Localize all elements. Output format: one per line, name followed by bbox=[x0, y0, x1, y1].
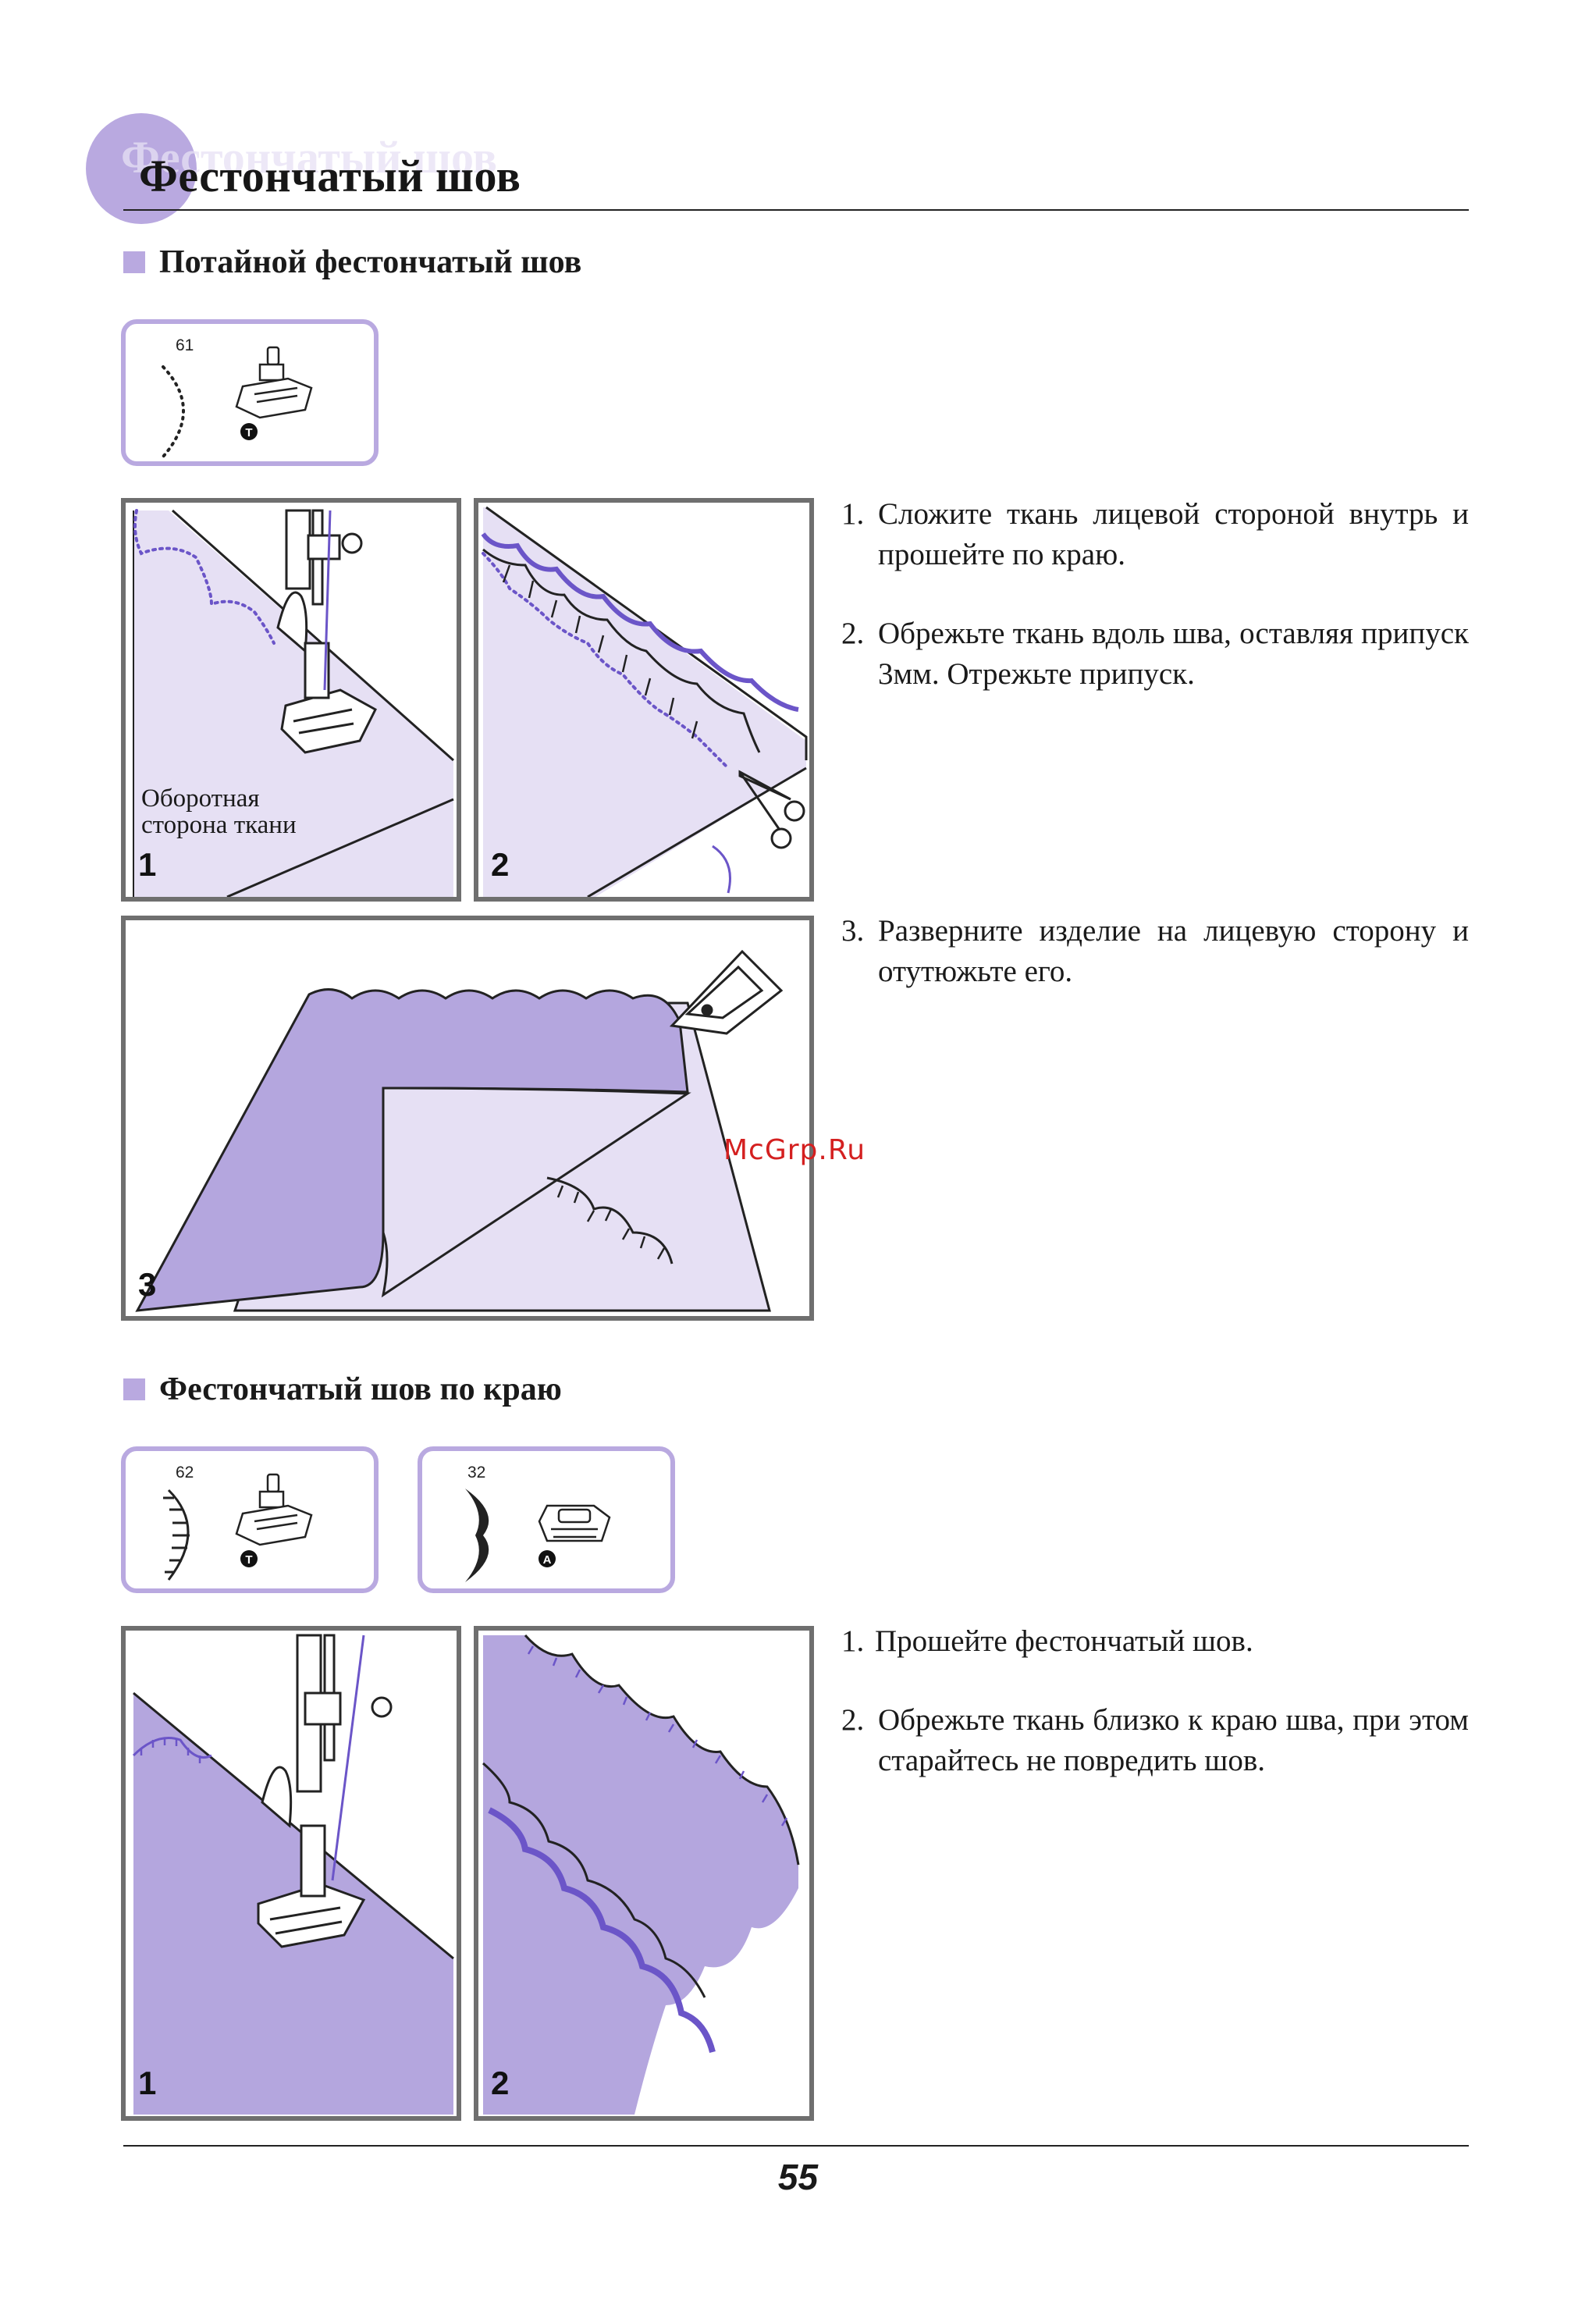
steps-block-3: 3. Разверните изделие на лицевую сторону … bbox=[841, 911, 1469, 992]
svg-text:T: T bbox=[245, 1553, 252, 1567]
illustration-panel-4: 1 bbox=[121, 1626, 461, 2121]
page-number: 55 bbox=[777, 2157, 819, 2197]
presser-foot-icon bbox=[235, 346, 313, 419]
stitch-number: 61 bbox=[176, 336, 194, 354]
sew-edge-scallop-illustration bbox=[132, 1634, 454, 2115]
satin-scallop-stitch-icon: A bbox=[465, 1489, 611, 1582]
step-number: 1. bbox=[841, 497, 865, 531]
instruction-step: 2. Обрежьте ткань вдоль шва, оставляя при… bbox=[841, 614, 1469, 695]
title-shadow-text: Фестончатый шов bbox=[121, 132, 497, 183]
caption-line: сторона ткани bbox=[141, 811, 297, 839]
trim-seam-allowance-illustration bbox=[481, 506, 808, 897]
step-number: 1. bbox=[841, 1624, 865, 1658]
stitch-selector-62[interactable]: 62 T bbox=[121, 1446, 379, 1593]
scissors-icon bbox=[738, 770, 805, 849]
section-heading-blind-scallop: Потайной фестончатый шов bbox=[123, 244, 581, 281]
fabric-wrong-side-caption: Оборотная сторона ткани bbox=[141, 785, 297, 838]
footer-rule bbox=[123, 2145, 1469, 2147]
stitch-selector-61[interactable]: 61 T bbox=[121, 319, 379, 466]
iron-icon bbox=[669, 949, 784, 1035]
stitch-number: 62 bbox=[176, 1464, 194, 1482]
section-heading-edge-scallop: Фестончатый шов по краю bbox=[123, 1371, 562, 1408]
stitch-number: 32 bbox=[467, 1464, 486, 1482]
title-rule bbox=[123, 209, 1469, 211]
presser-foot-icon bbox=[538, 1504, 611, 1542]
step-number: 3. bbox=[841, 914, 865, 948]
foot-letter-badge bbox=[539, 1550, 556, 1567]
page-title: Фестончатый шов bbox=[139, 151, 521, 201]
step-text: Обрежьте ткань близко к краю шва, при эт… bbox=[878, 1703, 1469, 1777]
svg-text:A: A bbox=[543, 1553, 552, 1567]
panel-step-number: 3 bbox=[138, 1266, 157, 1303]
section-heading-text: Фестончатый шов по краю bbox=[159, 1371, 562, 1407]
instruction-step: 1. Прошейте фестончатый шов. bbox=[841, 1621, 1469, 1662]
instruction-step: 1. Сложите ткань лицевой стороной внутрь … bbox=[841, 494, 1469, 575]
foot-letter-badge bbox=[240, 423, 258, 440]
watermark: McGrp.Ru bbox=[723, 1134, 866, 1166]
caption-line: Оборотная bbox=[141, 784, 260, 813]
section-bullet-square bbox=[123, 251, 145, 273]
trim-edge-scallop-illustration bbox=[482, 1634, 800, 2115]
step-number: 2. bbox=[841, 1703, 865, 1737]
edge-scallop-stitch-icon: T bbox=[163, 1473, 313, 1581]
illustration-panel-3: 3 bbox=[121, 916, 814, 1321]
steps-block-section2: 1. Прошейте фестончатый шов. 2. Обрежьте т… bbox=[841, 1621, 1469, 1781]
panel-step-number: 1 bbox=[138, 2065, 157, 2101]
step-number: 2. bbox=[841, 617, 865, 650]
step-text: Прошейте фестончатый шов. bbox=[875, 1624, 1253, 1658]
foot-letter-badge bbox=[240, 1550, 258, 1567]
illustration-panel-5: 2 bbox=[474, 1626, 814, 2121]
sewing-blind-scallop-illustration bbox=[133, 509, 454, 897]
steps-block-1-2: 1. Сложите ткань лицевой стороной внутрь … bbox=[841, 494, 1469, 695]
sewing-machine-foot-drawing bbox=[276, 509, 377, 754]
section-heading-text: Потайной фестончатый шов bbox=[159, 244, 582, 280]
svg-text:T: T bbox=[245, 426, 252, 439]
section-bullet-square bbox=[123, 1378, 145, 1400]
sewing-machine-foot-drawing bbox=[257, 1634, 393, 1948]
step-text: Обрежьте ткань вдоль шва, оставляя припу… bbox=[878, 617, 1469, 691]
instruction-step: 2. Обрежьте ткань близко к краю шва, при … bbox=[841, 1700, 1469, 1781]
blind-scallop-stitch-icon: T bbox=[162, 346, 313, 458]
instruction-step: 3. Разверните изделие на лицевую сторону … bbox=[841, 911, 1469, 992]
panel-step-number: 2 bbox=[491, 2065, 510, 2101]
panel-step-number: 2 bbox=[491, 846, 510, 883]
illustration-panel-2: 2 bbox=[474, 498, 814, 902]
turn-and-iron-illustration bbox=[135, 949, 784, 1312]
panel-step-number: 1 bbox=[138, 846, 157, 883]
illustration-panel-1: Оборотная сторона ткани 1 bbox=[121, 498, 461, 902]
step-text: Разверните изделие на лицевую сторону и … bbox=[878, 914, 1469, 988]
title-decoration-circle bbox=[86, 113, 197, 224]
stitch-selector-32[interactable]: 32 A bbox=[418, 1446, 675, 1593]
step-text: Сложите ткань лицевой стороной внутрь и … bbox=[878, 497, 1469, 571]
presser-foot-icon bbox=[235, 1473, 313, 1546]
